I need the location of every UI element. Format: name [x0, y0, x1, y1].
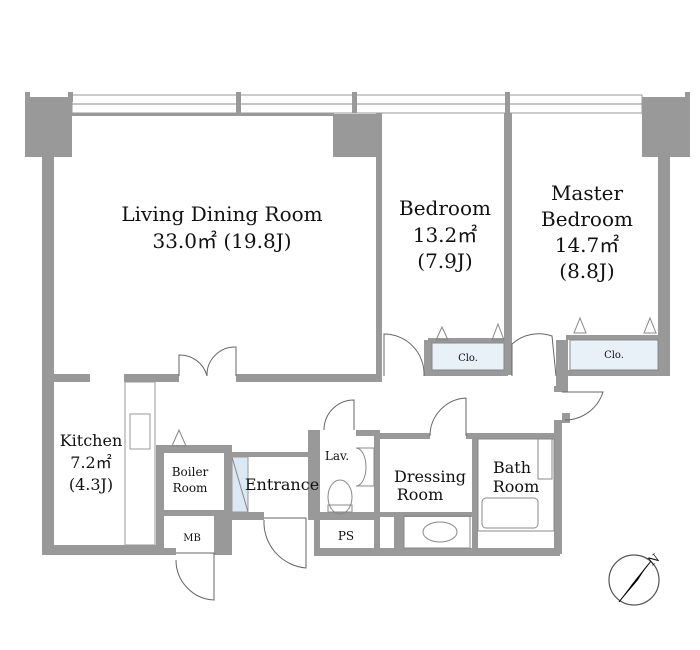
bath-room-name-1: Bath	[493, 458, 531, 477]
master-bedroom-jo: (8.8J)	[559, 259, 614, 283]
bath-room-name-2: Room	[493, 477, 539, 496]
dressing-room-name-2: Room	[397, 485, 443, 504]
master-bedroom-name-1: Master	[551, 181, 624, 205]
living-room-name: Living Dining Room	[121, 202, 322, 226]
entrance-name: Entrance	[245, 475, 319, 494]
closet-hangers	[171, 316, 657, 447]
living-room-area: 33.0㎡ (19.8J)	[152, 229, 291, 253]
doors	[175, 333, 604, 601]
bedroom-area: 13.2㎡	[413, 223, 478, 247]
bedroom-jo: (7.9J)	[417, 249, 472, 273]
master-bedroom-area: 14.7㎡	[555, 233, 620, 257]
lavatory-name: Lav.	[325, 449, 349, 463]
walls	[42, 113, 670, 556]
master-bedroom-name-2: Bedroom	[541, 207, 633, 231]
closet-bedroom-label: Clo.	[458, 353, 478, 364]
mb-label: MB	[183, 533, 201, 544]
compass: N	[608, 551, 662, 606]
room-labels: Living Dining Room 33.0㎡ (19.8J) Bedroom…	[60, 181, 633, 544]
closet-master	[569, 339, 659, 371]
boiler-room-name-2: Room	[173, 481, 208, 495]
dressing-room-name-1: Dressing	[394, 467, 466, 486]
lavatory-fixtures	[327, 447, 375, 515]
kitchen-jo: (4.3J)	[69, 475, 113, 494]
structural-columns	[25, 92, 690, 157]
window-strip	[68, 92, 643, 114]
dressing-basin	[403, 515, 471, 549]
closet-bedroom	[431, 342, 505, 371]
kitchen-name: Kitchen	[60, 431, 123, 450]
bedroom-name: Bedroom	[399, 196, 491, 220]
ps-label: PS	[338, 529, 354, 543]
closet-master-label: Clo.	[604, 350, 624, 361]
boiler-room-name-1: Boiler	[172, 465, 209, 479]
bath-tub	[477, 438, 555, 532]
kitchen-area: 7.2㎡	[70, 453, 111, 472]
